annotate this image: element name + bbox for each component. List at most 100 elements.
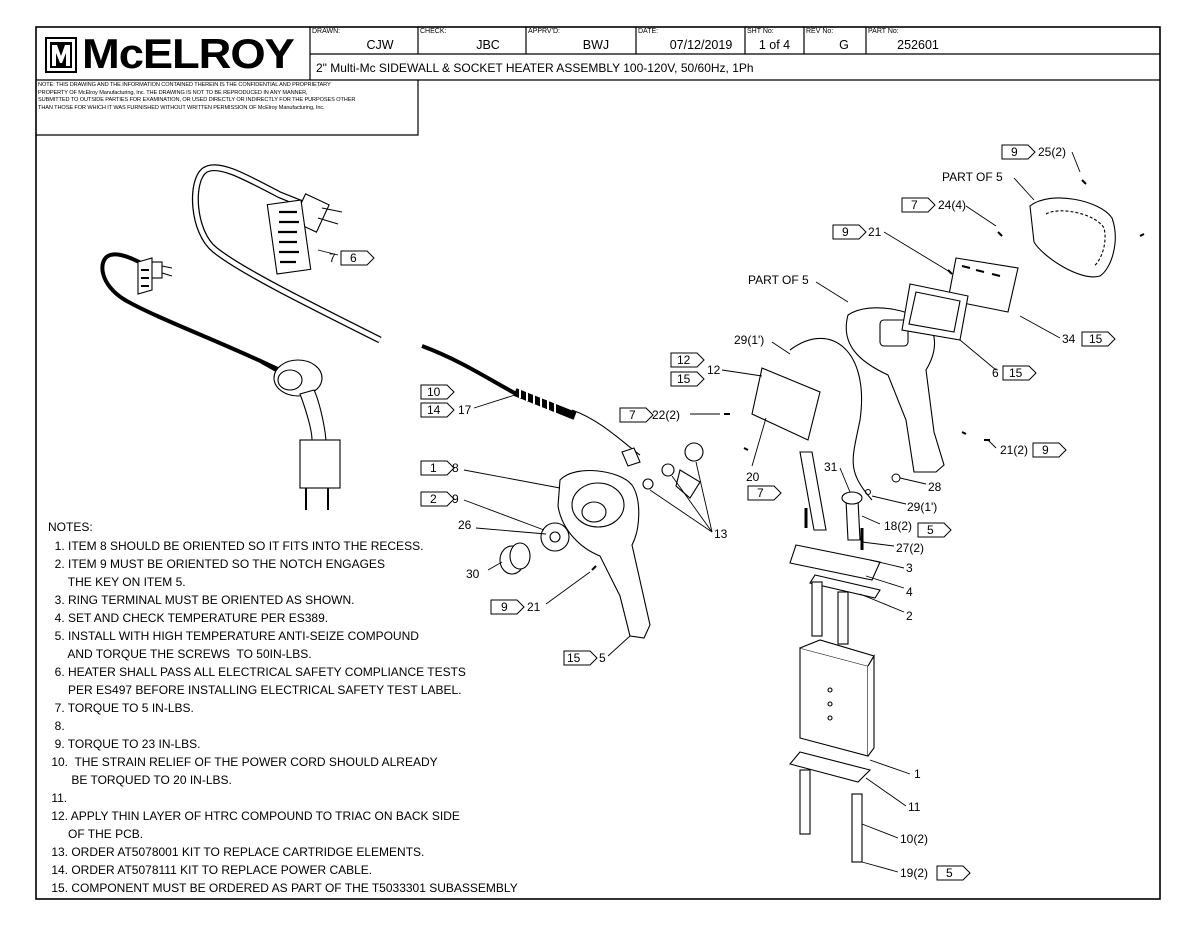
part-caption: PART No: (868, 28, 899, 35)
wire-29 (789, 337, 873, 501)
callout-label: 7 (329, 251, 336, 265)
note-line: 5. INSTALL WITH HIGH TEMPERATURE ANTI-SE… (48, 629, 419, 643)
cord-label-tag (266, 199, 312, 275)
date-caption: DATE: (638, 28, 659, 35)
flag-text: 7 (757, 486, 764, 500)
flag-text: 12 (677, 353, 691, 367)
note-line: PER ES497 BEFORE INSTALLING ELECTRICAL S… (48, 683, 462, 697)
note-line: THE KEY ON ITEM 5. (48, 575, 186, 589)
callout-label: 22(2) (652, 408, 680, 422)
callout-label: 12 (707, 363, 721, 377)
note-line: 8. (48, 719, 65, 733)
flag-text: 9 (1042, 443, 1049, 457)
flag-text: 9 (842, 225, 849, 239)
sheet-value: 1 of 4 (758, 38, 791, 52)
flag-text: 1 (430, 461, 437, 475)
callout-label: 29(1') (734, 333, 764, 347)
flag-text: 9 (1011, 145, 1018, 159)
note-line: OF THE PCB. (48, 827, 144, 841)
thermostat-hardware (642, 442, 704, 499)
callout-label: PART OF 5 (942, 170, 1003, 184)
note-line: 4. SET AND CHECK TEMPERATURE PER ES389. (48, 611, 329, 625)
company-logo: McELROY (82, 30, 295, 77)
callout-label: 1 (914, 767, 921, 781)
knob (499, 542, 531, 575)
notice-line: PROPERTY OF McElroy Manufacturing, Inc. … (38, 89, 308, 96)
drawn-caption: DRAWN: (312, 28, 341, 35)
part-value: 252601 (897, 38, 939, 52)
callout-label: 21 (868, 225, 882, 239)
rev-value: G (839, 38, 849, 52)
pins (799, 769, 863, 863)
callout-label: 28 (928, 480, 942, 494)
note-line: 10. THE STRAIN RELIEF OF THE POWER CORD … (48, 755, 438, 769)
apprvd-caption: APPRV'D: (528, 28, 560, 35)
flag-text: 15 (1089, 332, 1103, 346)
callout-label: 24(4) (938, 198, 966, 212)
check-value: JBC (476, 38, 500, 52)
check-caption: CHECK: (420, 28, 447, 35)
sheet-caption: SHT No: (747, 28, 774, 35)
drawing-title: 2" Multi-Mc SIDEWALL & SOCKET HEATER ASS… (316, 61, 754, 75)
flag-text: 7 (629, 408, 636, 422)
power-cord-small (100, 252, 291, 377)
apprvd-value: BWJ (582, 38, 610, 52)
callout-label: 26 (458, 518, 472, 532)
notice-line: NOTE: THIS DRAWING AND THE INFORMATION C… (38, 82, 331, 88)
callout-label: 5 (599, 651, 606, 665)
callout-label: 2 (906, 609, 913, 623)
notes-heading: NOTES: (48, 520, 93, 534)
callout-label: 9 (452, 492, 459, 506)
note-line: 2. ITEM 9 MUST BE ORIENTED SO THE NOTCH … (48, 557, 385, 571)
note-line: AND TORQUE THE SCREWS TO 50IN-LBS. (48, 647, 312, 661)
connector (621, 447, 641, 467)
main-handle (557, 469, 651, 639)
flag-text: 10 (427, 385, 441, 399)
flag-text: 2 (430, 492, 437, 506)
callout-label: 19(2) (900, 866, 928, 880)
probe-assembly (789, 451, 881, 645)
flag-text: 15 (567, 651, 581, 665)
note-line: 7. TORQUE TO 5 IN-LBS. (48, 701, 194, 715)
callout-label: 30 (466, 567, 480, 581)
flag-text: 5 (946, 866, 953, 880)
washer (540, 522, 570, 552)
callout-label: 6 (992, 366, 999, 380)
plate (789, 751, 872, 783)
leader-lines (317, 151, 1081, 873)
callout-label: 8 (452, 461, 459, 475)
assembled-heater-left (261, 359, 341, 510)
drawn-value: CJW (366, 38, 394, 52)
mcelroy-logo-icon (45, 37, 77, 73)
callout-label: 29(1') (907, 500, 937, 514)
callout-label: 10(2) (900, 832, 928, 846)
callout-label: 17 (458, 403, 472, 417)
note-line: 6. HEATER SHALL PASS ALL ELECTRICAL SAFE… (48, 665, 466, 679)
note-line: 1. ITEM 8 SHOULD BE ORIENTED SO IT FITS … (48, 539, 424, 553)
callout-label: 11 (908, 800, 921, 814)
callout-label: 20 (746, 470, 760, 484)
callout-label: 3 (906, 561, 913, 575)
sheet-border (35, 26, 1161, 900)
flag-text: 15 (677, 372, 691, 386)
callout-label: 34 (1062, 332, 1076, 346)
callout-flags (340, 144, 1116, 881)
callout-label: PART OF 5 (748, 273, 809, 287)
confidentiality-notice: NOTE: THIS DRAWING AND THE INFORMATION C… (38, 82, 418, 112)
callout-label: 27(2) (896, 541, 924, 555)
note-line: 11. (48, 791, 68, 805)
callout-label: 4 (906, 585, 913, 599)
notice-line: THAN THOSE FOR WHICH IT WAS FURNISHED WI… (38, 104, 325, 111)
callout-label: 13 (714, 527, 728, 541)
note-line: 13. ORDER AT5078001 KIT TO REPLACE CARTR… (48, 845, 425, 859)
control-board (751, 367, 821, 441)
callout-label: 31 (824, 460, 838, 474)
note-line: 12. APPLY THIN LAYER OF HTRC COMPOUND TO… (48, 809, 460, 823)
flag-text: 6 (350, 251, 357, 265)
note-line: 15. COMPONENT MUST BE ORDERED AS PART OF… (48, 881, 518, 895)
callout-label: 25(2) (1038, 145, 1066, 159)
note-line: 3. RING TERMINAL MUST BE ORIENTED AS SHO… (48, 593, 355, 607)
heater-block (799, 639, 875, 757)
callout-label: 21 (527, 600, 541, 614)
